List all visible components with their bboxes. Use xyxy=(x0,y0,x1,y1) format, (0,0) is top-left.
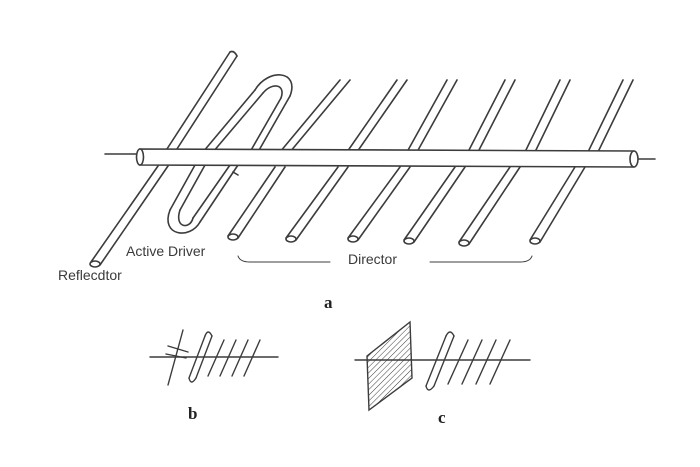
director-bracket xyxy=(237,255,533,263)
label-active-driver: Active Driver xyxy=(126,243,206,259)
b-director-4 xyxy=(243,339,261,377)
antenna-sketch-c xyxy=(354,320,531,412)
label-director: Director xyxy=(348,251,398,267)
antenna-sketch-b xyxy=(149,329,279,386)
b-reflector xyxy=(167,329,184,386)
figure-label-a: a xyxy=(324,293,333,312)
director-5-upper xyxy=(524,79,561,153)
b-reflector-hatch xyxy=(165,345,189,359)
figure-label-b: b xyxy=(188,404,198,423)
director-3-upper xyxy=(406,79,448,153)
director-upper-halves xyxy=(279,79,634,153)
c-director-4 xyxy=(489,339,511,385)
director-4-upper xyxy=(467,79,506,153)
director-lower-halves xyxy=(227,166,586,247)
director-1-upper xyxy=(279,79,341,153)
c-director-2 xyxy=(461,339,483,385)
label-reflector: Reflecdtor xyxy=(58,267,122,283)
c-reflector-plane xyxy=(366,320,413,412)
director-2-lower xyxy=(285,166,339,239)
director-6-upper xyxy=(587,79,624,153)
active-driver-element xyxy=(167,74,293,234)
figure-label-c: c xyxy=(438,408,446,427)
b-director-2 xyxy=(219,339,237,377)
reflector-upper xyxy=(164,50,238,153)
b-director-1 xyxy=(207,339,225,377)
main-antenna xyxy=(89,50,656,268)
director-3-lower xyxy=(347,166,401,239)
c-director-3 xyxy=(475,339,497,385)
director-4-lower xyxy=(403,166,456,241)
director-2-upper xyxy=(346,79,398,153)
b-driver xyxy=(188,331,213,383)
boom xyxy=(104,148,656,168)
c-director-1 xyxy=(447,339,469,385)
director-5-lower xyxy=(458,166,511,243)
c-driver xyxy=(425,331,455,391)
b-director-3 xyxy=(231,339,249,377)
director-6-lower xyxy=(529,166,576,241)
reflector-lower xyxy=(89,165,169,268)
director-1-lower xyxy=(227,166,276,237)
